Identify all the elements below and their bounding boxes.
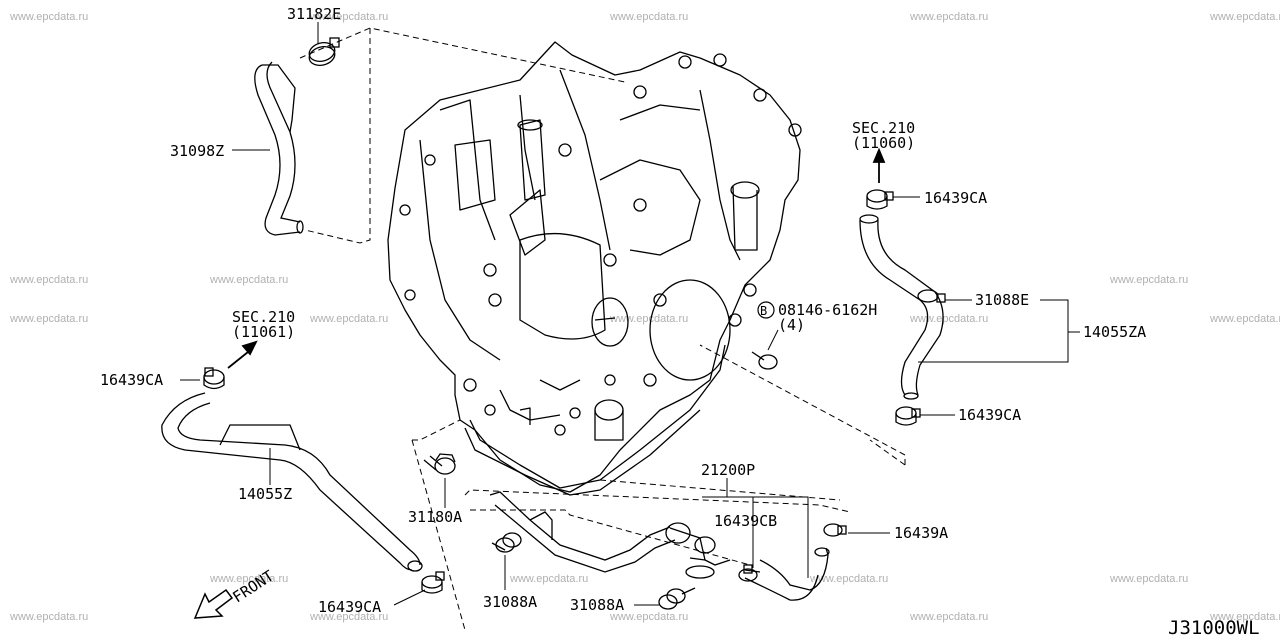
- watermark: www.epcdata.ru: [9, 313, 88, 325]
- leader-lines: [180, 22, 1080, 606]
- arrow-sec210-left: [227, 340, 258, 369]
- watermark: www.epcdata.ru: [9, 274, 88, 286]
- valve-assembly-21200P: [489, 491, 830, 601]
- watermark: www.epcdata.ru: [309, 313, 388, 325]
- watermark: www.epcdata.ru: [909, 313, 988, 325]
- label-16439CA: 16439CA: [924, 189, 987, 207]
- watermark: www.epcdata.ru: [1209, 313, 1280, 325]
- clamp-16439CB: [738, 564, 758, 582]
- watermark: www.epcdata.ru: [609, 11, 688, 23]
- hose-14055Z: [161, 392, 423, 572]
- label-16439CA: 16439CA: [958, 406, 1021, 424]
- bolt-08146-6162H: [751, 351, 778, 370]
- watermark: www.epcdata.ru: [309, 11, 388, 23]
- part-labels: 31182E 31098Z SEC.210 (11060) 16439CA 31…: [100, 5, 1260, 639]
- bolt-31088A: [658, 587, 696, 610]
- label-14055Z: 14055Z: [238, 485, 292, 503]
- label-sec210-left: SEC.210: [232, 308, 295, 326]
- bolt-31180A: [423, 453, 456, 475]
- front-arrow-icon: [193, 588, 234, 619]
- label-31182E: 31182E: [287, 5, 341, 23]
- watermark: www.epcdata.ru: [9, 11, 88, 23]
- label-16439CB: 16439CB: [714, 512, 777, 530]
- bolt-mark-circle: B: [757, 301, 775, 319]
- label-16439CA: 16439CA: [318, 598, 381, 616]
- label-21200P: 21200P: [701, 461, 755, 479]
- watermark: www.epcdata.ru: [309, 611, 388, 623]
- label-sec210-left-ref: (11061): [232, 323, 295, 341]
- watermark: www.epcdata.ru: [909, 11, 988, 23]
- bolt-mark-letter: B: [760, 304, 767, 318]
- label-16439CA: 16439CA: [100, 371, 163, 389]
- watermark: www.epcdata.ru: [1209, 611, 1280, 623]
- label-31088A: 31088A: [483, 593, 537, 611]
- watermark: www.epcdata.ru: [509, 573, 588, 585]
- clamp-16439CA: [866, 189, 894, 210]
- clamp-16439CA: [421, 571, 445, 594]
- bolt-31088A: [491, 532, 522, 553]
- watermark-layer: www.epcdata.ru www.epcdata.ru www.epcdat…: [9, 11, 1280, 623]
- label-31088A: 31088A: [570, 596, 624, 614]
- watermark: www.epcdata.ru: [209, 274, 288, 286]
- clamp-16439CA: [203, 367, 225, 390]
- watermark: www.epcdata.ru: [209, 573, 288, 585]
- watermark: www.epcdata.ru: [9, 611, 88, 623]
- hose-14055ZA: [859, 214, 944, 400]
- label-sec210-top: SEC.210: [852, 119, 915, 137]
- watermark: www.epcdata.ru: [609, 313, 688, 325]
- arrow-sec210-top: [872, 147, 886, 183]
- watermark: www.epcdata.ru: [609, 611, 688, 623]
- label-bolt-qty: (4): [778, 316, 805, 334]
- label-16439A: 16439A: [894, 524, 948, 542]
- watermark: www.epcdata.ru: [1209, 11, 1280, 23]
- label-08146-6162H: 08146-6162H: [778, 301, 877, 319]
- clamp-16439A: [823, 523, 847, 537]
- label-31098Z: 31098Z: [170, 142, 224, 160]
- transmission-housing: [387, 41, 802, 496]
- clamp-31088E: [917, 289, 946, 303]
- dashed-guides: [299, 27, 906, 631]
- label-31180A: 31180A: [408, 508, 462, 526]
- clamp-31182E: [308, 37, 340, 66]
- diagram-code: J31000WL: [1168, 617, 1260, 639]
- label-14055ZA: 14055ZA: [1083, 323, 1146, 341]
- watermark: www.epcdata.ru: [1109, 274, 1188, 286]
- watermark: www.epcdata.ru: [909, 611, 988, 623]
- watermark: www.epcdata.ru: [809, 573, 888, 585]
- clamp-16439CA: [895, 406, 921, 426]
- label-31088E: 31088E: [975, 291, 1029, 309]
- watermark: www.epcdata.ru: [1109, 573, 1188, 585]
- hose-31098Z: [254, 61, 304, 236]
- label-sec210-top-ref: (11060): [852, 134, 915, 152]
